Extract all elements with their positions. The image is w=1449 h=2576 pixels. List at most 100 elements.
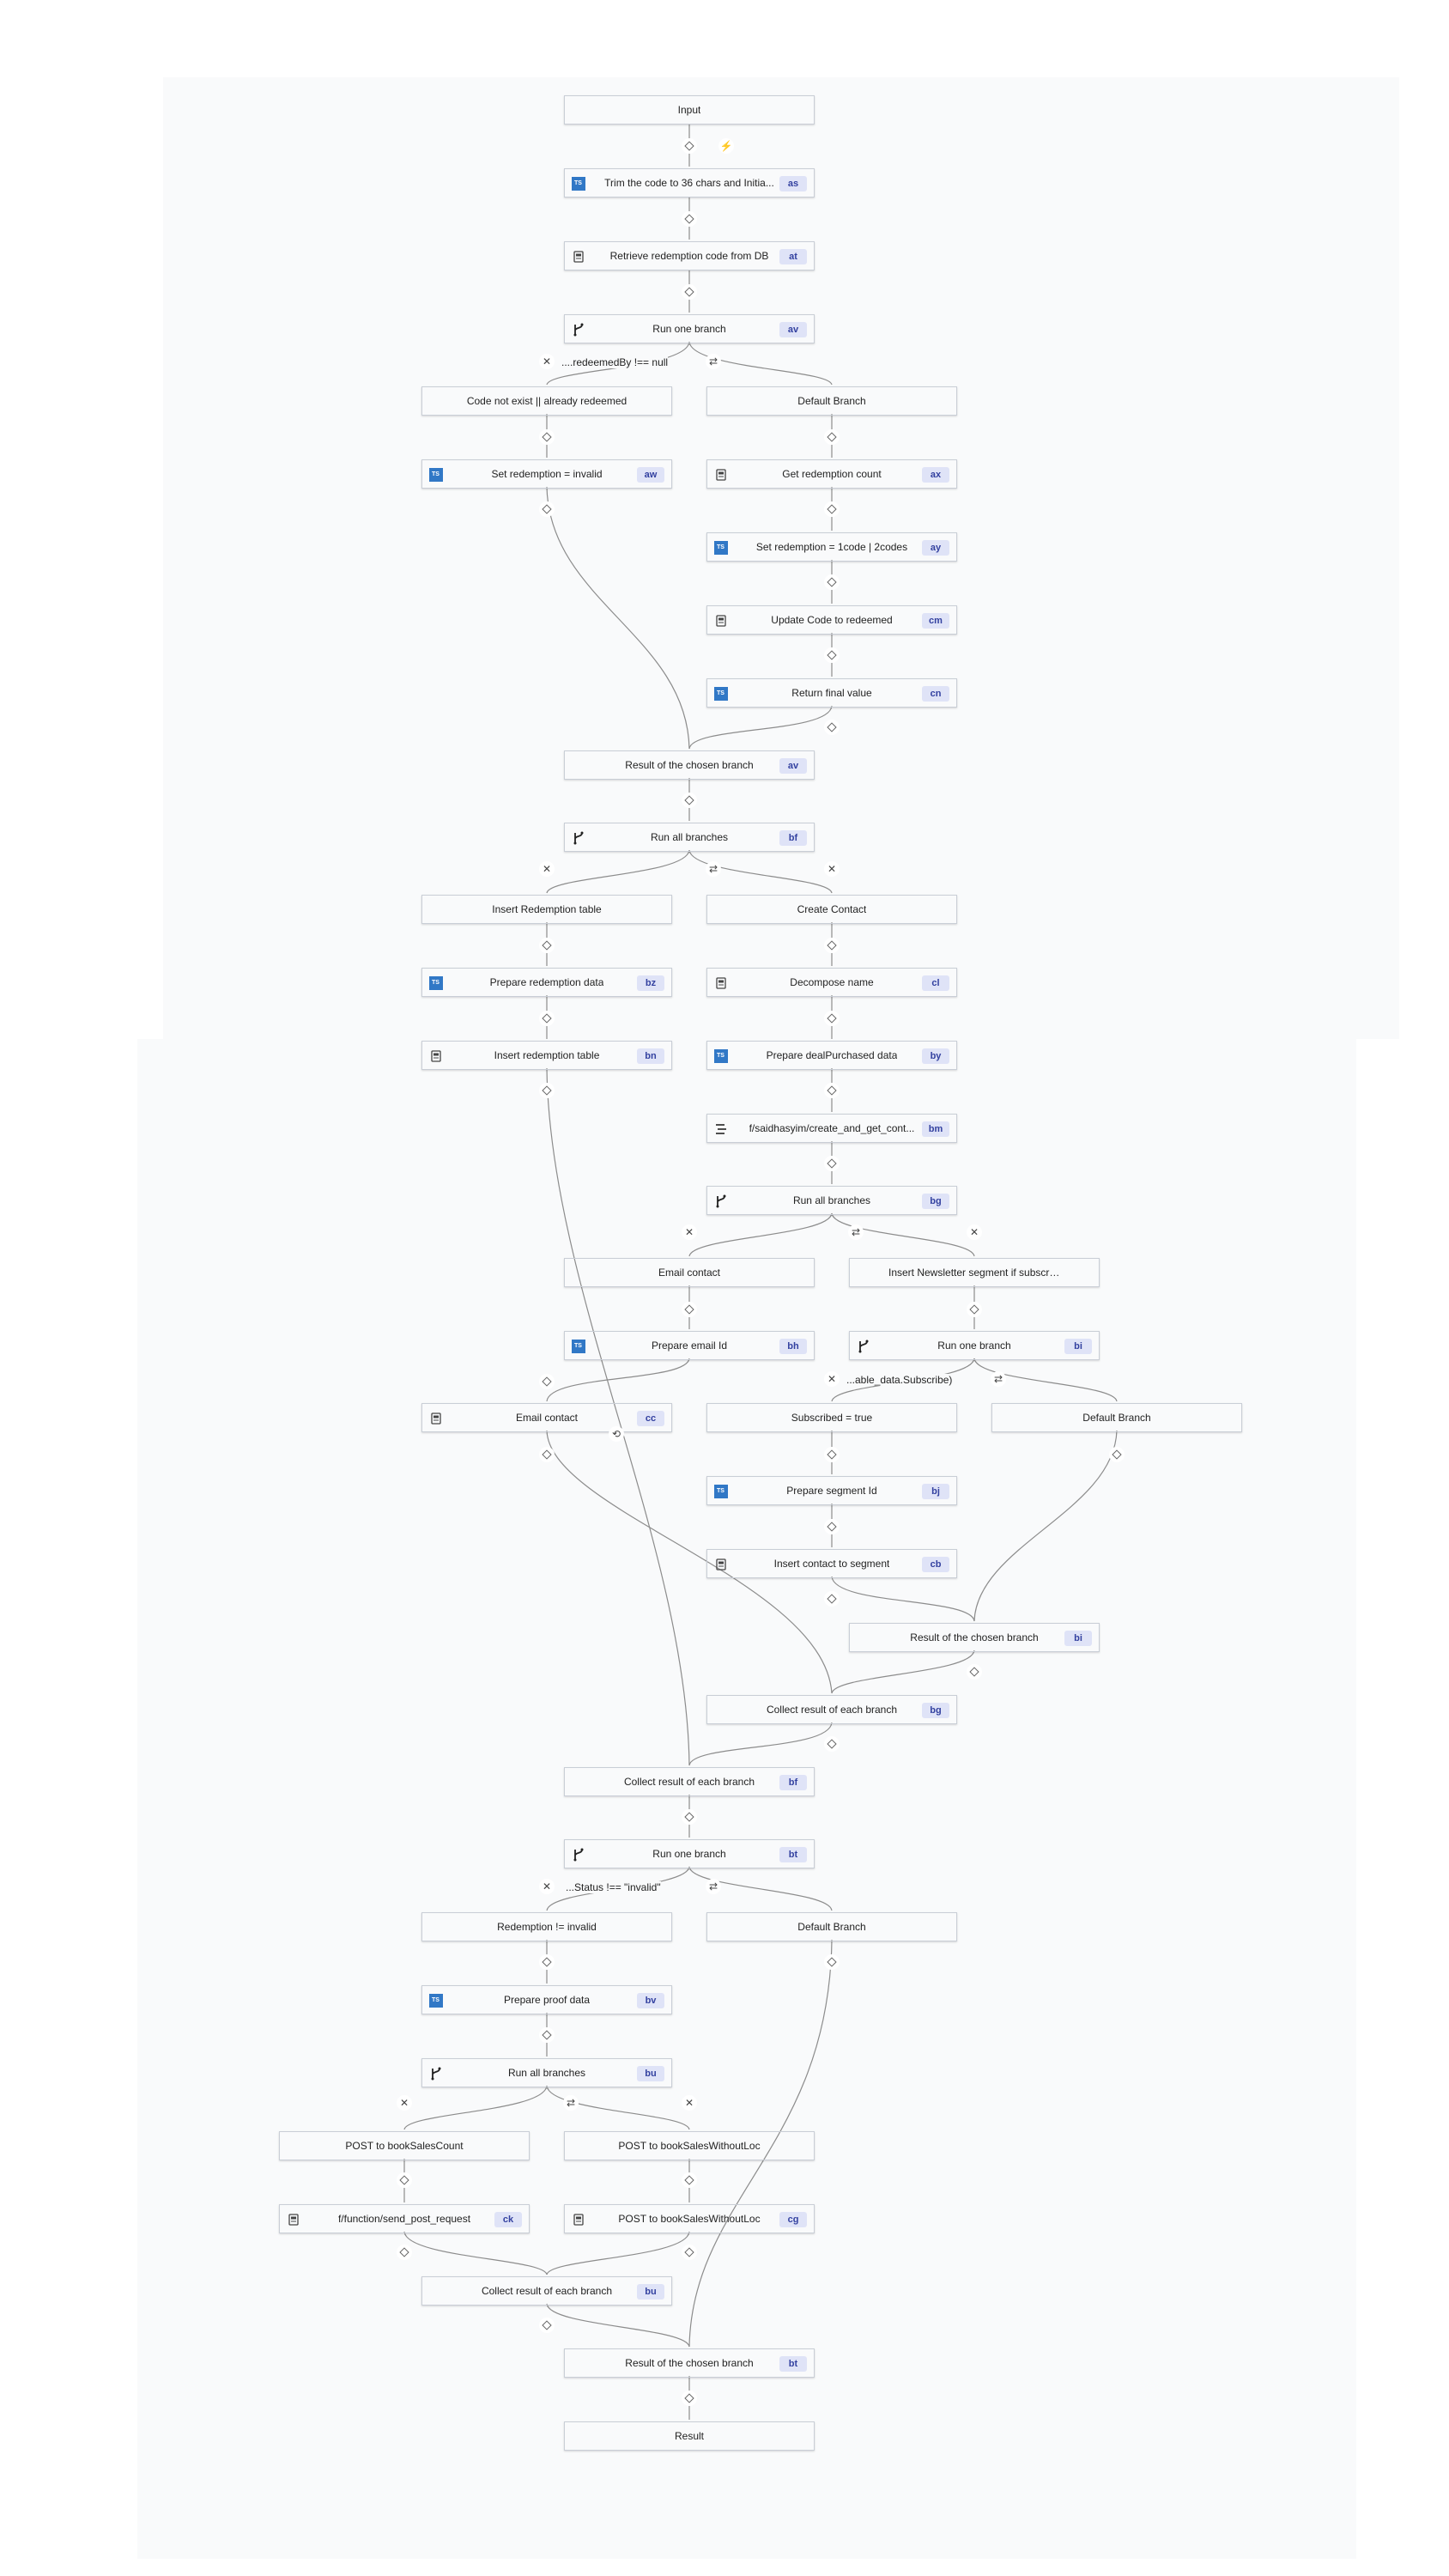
insert-step-button[interactable] bbox=[682, 1809, 697, 1825]
node-branch-insert-newsletter[interactable]: Insert Newsletter segment if subscribed bbox=[849, 1258, 1100, 1287]
insert-step-button[interactable] bbox=[682, 138, 697, 154]
insert-step-button[interactable] bbox=[397, 2172, 412, 2188]
insert-step-button[interactable] bbox=[824, 501, 840, 517]
insert-step-button[interactable] bbox=[682, 2391, 697, 2406]
close-branch-icon[interactable]: ✕ bbox=[397, 2095, 412, 2111]
insert-step-button[interactable] bbox=[967, 1664, 982, 1680]
add-branch-icon[interactable]: ⇄ bbox=[706, 1879, 721, 1894]
insert-step-button[interactable] bbox=[824, 1083, 840, 1098]
node-default-branch-3[interactable]: Default Branch bbox=[706, 1912, 957, 1941]
insert-step-button[interactable] bbox=[824, 1519, 840, 1534]
insert-step-button[interactable] bbox=[824, 938, 840, 953]
insert-step-button[interactable] bbox=[824, 574, 840, 590]
loop-icon[interactable]: ⟲ bbox=[609, 1426, 624, 1442]
close-branch-icon[interactable]: ✕ bbox=[539, 861, 555, 877]
node-input[interactable]: Input bbox=[564, 95, 815, 125]
node-branch-insert-redemption[interactable]: Insert Redemption table bbox=[421, 895, 672, 924]
close-branch-icon[interactable]: ✕ bbox=[682, 2095, 697, 2111]
insert-step-button[interactable] bbox=[682, 2245, 697, 2260]
insert-step-button[interactable] bbox=[539, 1374, 555, 1389]
close-branch-icon[interactable]: ✕ bbox=[539, 1879, 555, 1894]
close-branch-icon[interactable]: ✕ bbox=[682, 1224, 697, 1240]
insert-step-button[interactable] bbox=[539, 1447, 555, 1462]
insert-step-button[interactable] bbox=[824, 1591, 840, 1607]
node-branch-post-withoutloc[interactable]: POST to bookSalesWithoutLoc bbox=[564, 2131, 815, 2160]
insert-step-button[interactable] bbox=[539, 1011, 555, 1026]
node-branch-post-count[interactable]: POST to bookSalesCount bbox=[279, 2131, 530, 2160]
close-branch-icon[interactable]: ✕ bbox=[824, 1371, 840, 1387]
add-branch-icon[interactable]: ⇄ bbox=[706, 354, 721, 369]
node-branch-redemption-valid[interactable]: Redemption != invalid bbox=[421, 1912, 672, 1941]
node-default-branch-2[interactable]: Default Branch bbox=[991, 1403, 1242, 1432]
node-bm[interactable]: f/saidhasyim/create_and_get_cont...bm bbox=[706, 1114, 957, 1143]
insert-step-button[interactable] bbox=[539, 429, 555, 445]
insert-step-button[interactable] bbox=[397, 2245, 412, 2260]
insert-step-button[interactable] bbox=[539, 2318, 555, 2333]
insert-step-button[interactable] bbox=[824, 429, 840, 445]
node-result[interactable]: Result bbox=[564, 2421, 815, 2451]
node-branch-code-not-exist[interactable]: Code not exist || already redeemed bbox=[421, 386, 672, 416]
flash-icon[interactable]: ⚡ bbox=[718, 138, 734, 154]
insert-step-button[interactable] bbox=[1109, 1447, 1125, 1462]
add-branch-icon[interactable]: ⇄ bbox=[706, 861, 721, 877]
insert-step-button[interactable] bbox=[824, 1156, 840, 1171]
insert-step-button[interactable] bbox=[824, 1954, 840, 1970]
insert-step-button[interactable] bbox=[539, 1954, 555, 1970]
node-branch-create-contact[interactable]: Create Contact bbox=[706, 895, 957, 924]
insert-step-button[interactable] bbox=[539, 2027, 555, 2043]
insert-step-button[interactable] bbox=[824, 1447, 840, 1462]
insert-step-button[interactable] bbox=[967, 1302, 982, 1317]
insert-step-button[interactable] bbox=[539, 501, 555, 517]
close-branch-icon[interactable]: ✕ bbox=[539, 354, 555, 369]
node-branch-subscribed[interactable]: Subscribed = true bbox=[706, 1403, 957, 1432]
insert-step-button[interactable] bbox=[824, 1736, 840, 1752]
node-branch-email-contact[interactable]: Email contact bbox=[564, 1258, 815, 1287]
node-default-branch-1[interactable]: Default Branch bbox=[706, 386, 957, 416]
add-branch-icon[interactable]: ⇄ bbox=[991, 1371, 1006, 1387]
close-branch-icon[interactable]: ✕ bbox=[967, 1224, 982, 1240]
insert-step-button[interactable] bbox=[539, 1083, 555, 1098]
insert-step-button[interactable] bbox=[824, 1011, 840, 1026]
insert-step-button[interactable] bbox=[824, 720, 840, 735]
insert-step-button[interactable] bbox=[682, 793, 697, 808]
add-branch-icon[interactable]: ⇄ bbox=[563, 2095, 579, 2111]
insert-step-button[interactable] bbox=[682, 211, 697, 227]
insert-step-button[interactable] bbox=[682, 284, 697, 300]
close-branch-icon[interactable]: ✕ bbox=[824, 861, 840, 877]
insert-step-button[interactable] bbox=[682, 1302, 697, 1317]
insert-step-button[interactable] bbox=[824, 647, 840, 663]
add-branch-icon[interactable]: ⇄ bbox=[848, 1224, 864, 1240]
insert-step-button[interactable] bbox=[682, 2172, 697, 2188]
insert-step-button[interactable] bbox=[539, 938, 555, 953]
